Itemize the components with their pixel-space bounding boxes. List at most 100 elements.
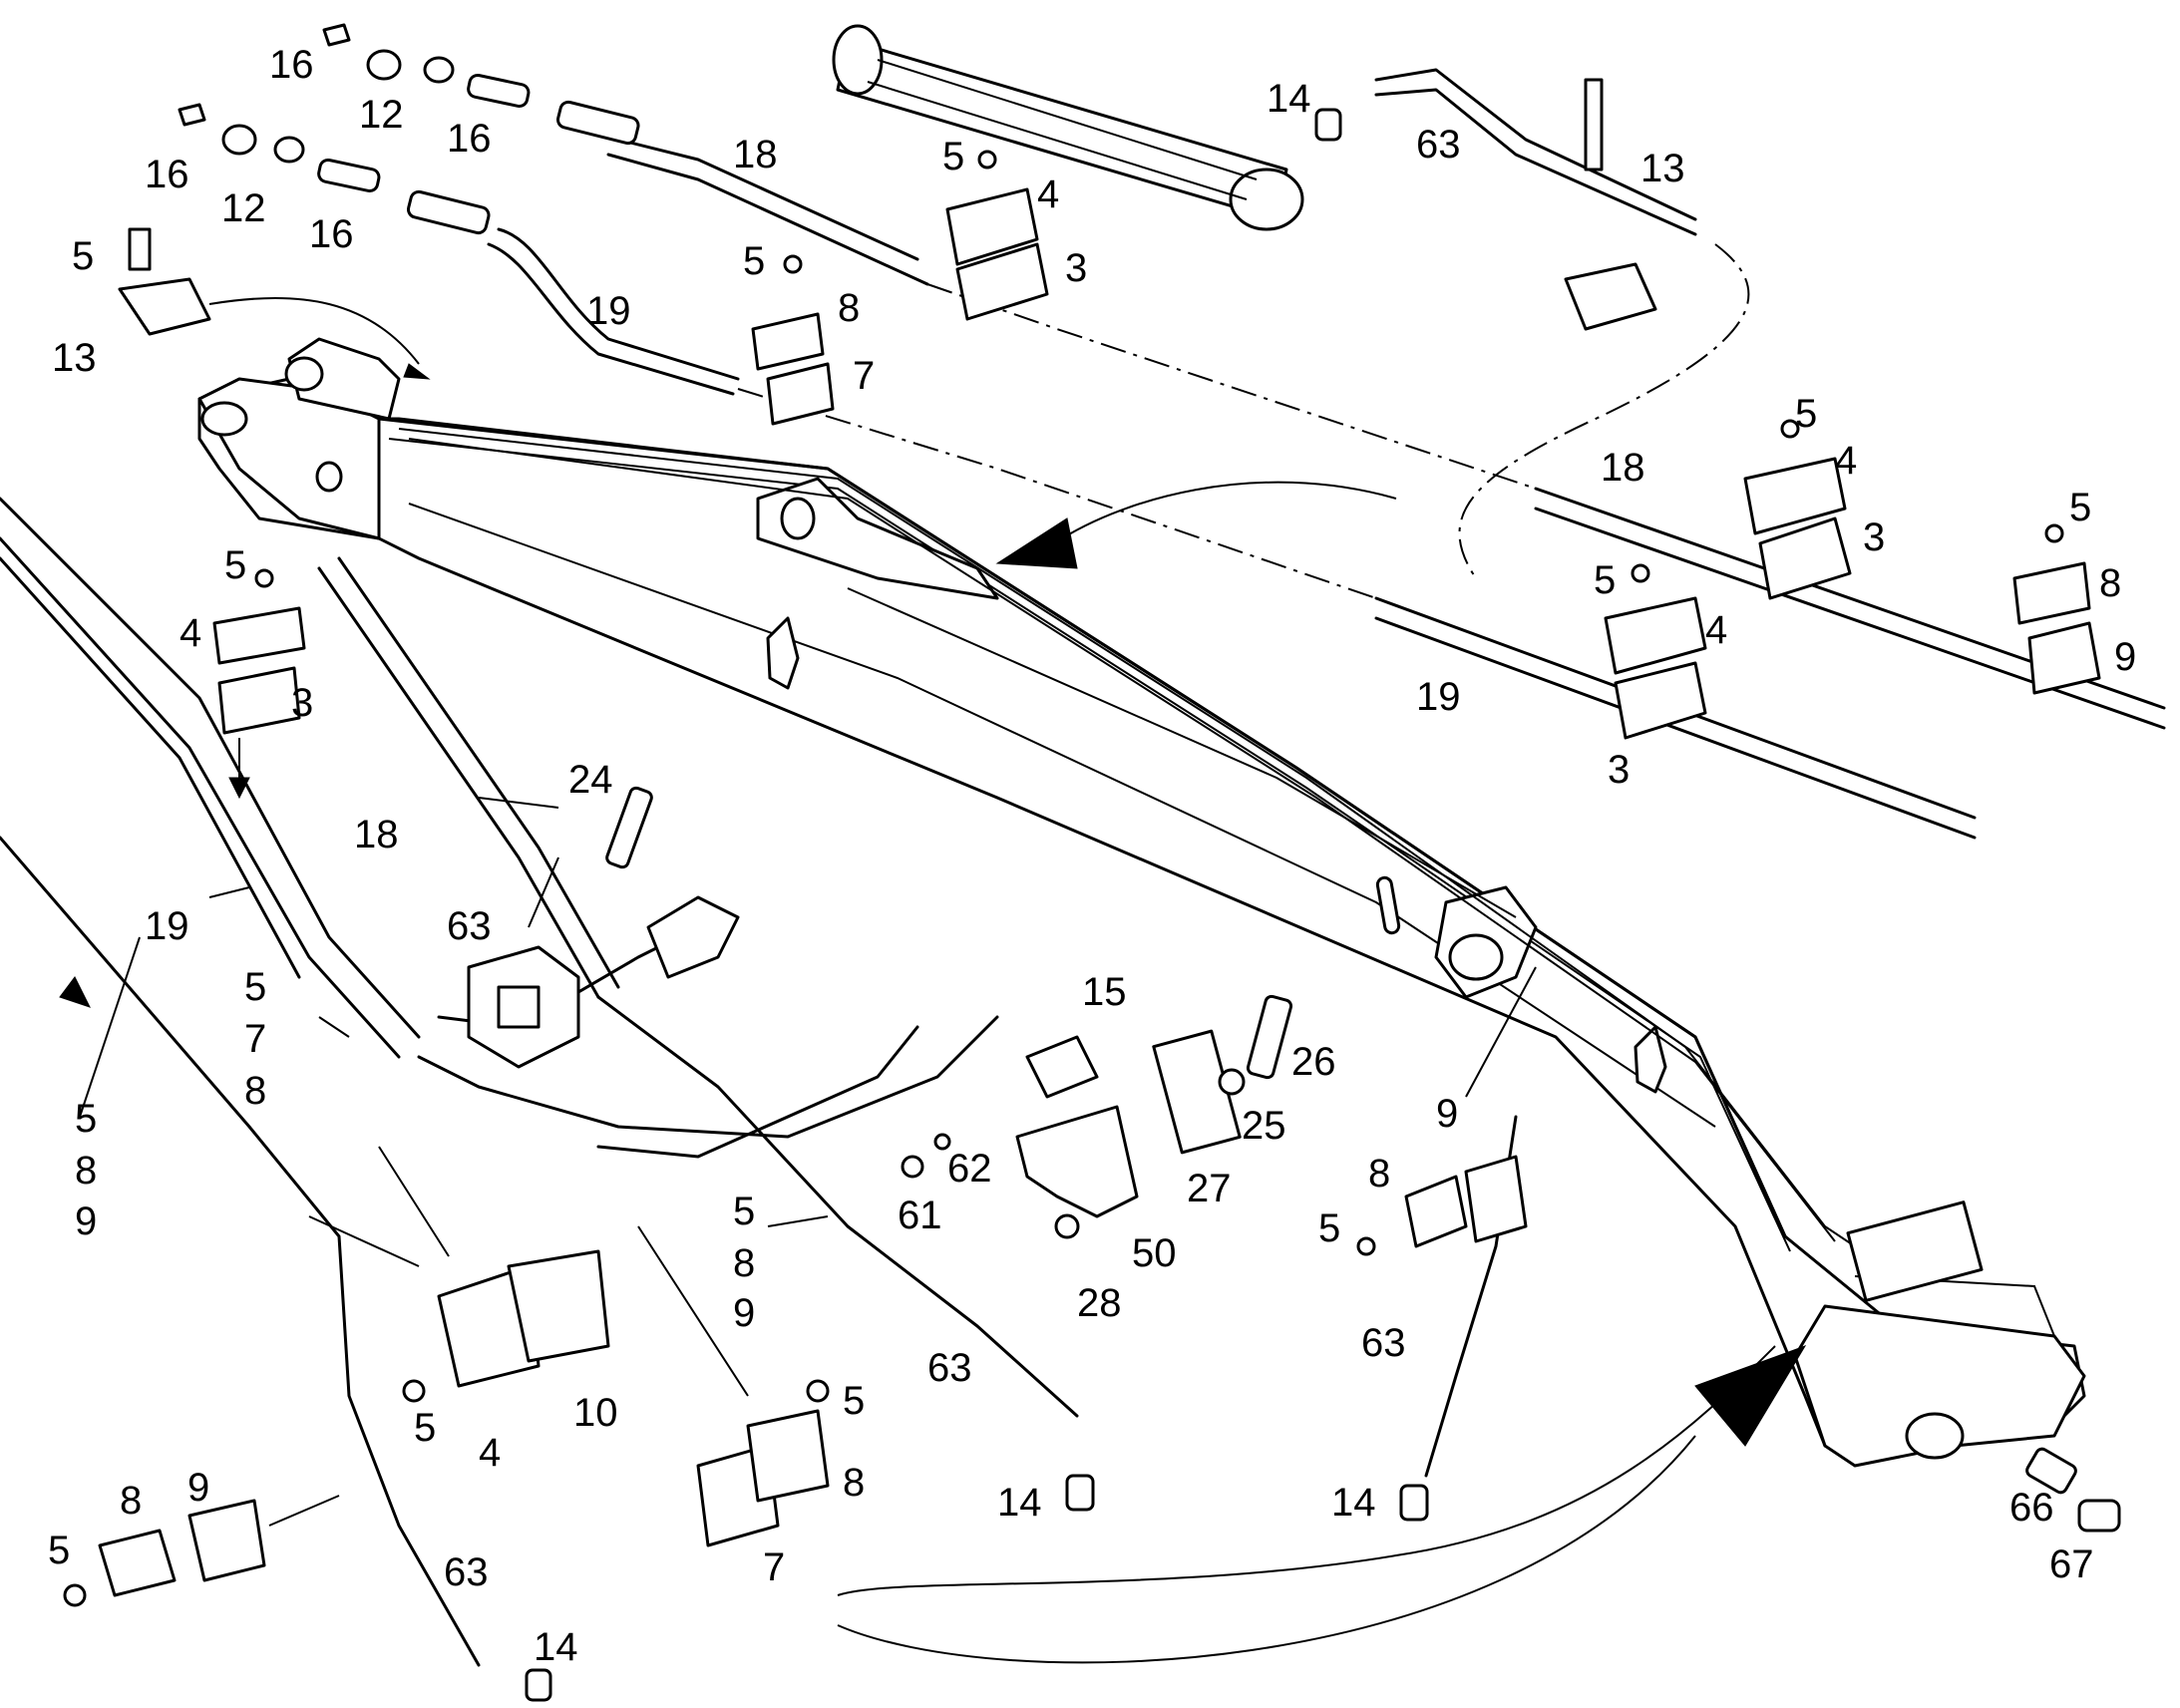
- plug-62: [933, 1133, 951, 1151]
- callout-c42: 8: [75, 1149, 97, 1193]
- arrowhead-13: [403, 363, 431, 380]
- callout-c16: 3: [1065, 246, 1087, 290]
- callout-c51: 28: [1077, 1281, 1122, 1325]
- screw-5-right2: [2044, 523, 2064, 543]
- clamp-8-bottom-left: [98, 1529, 177, 1597]
- hose-left-2: [0, 536, 401, 1059]
- callout-c01: 16: [269, 43, 314, 87]
- boom-pipe-1: [398, 428, 1886, 1267]
- callout-c06: 16: [309, 212, 354, 256]
- arrow-line-bottom-left: [268, 1495, 340, 1527]
- callout-c21: 18: [1601, 446, 1645, 490]
- valve-clamp: [646, 895, 740, 979]
- clamp-9-lower-right: [1464, 1155, 1528, 1243]
- block-13-right: [1564, 262, 1657, 331]
- cylinder-assembly: [832, 24, 1304, 231]
- callout-c33: 3: [291, 681, 313, 725]
- callout-c71: 9: [187, 1466, 209, 1510]
- upper-mount-plate: [287, 337, 401, 421]
- washer-25: [1218, 1068, 1246, 1096]
- callout-c36: 63: [447, 904, 492, 948]
- nut-16-a: [322, 23, 351, 47]
- callout-c59: 5: [414, 1406, 436, 1450]
- boom-top-edge: [377, 417, 1787, 1238]
- callout-c07: 18: [733, 133, 778, 176]
- screw-5-left: [128, 227, 152, 271]
- lifting-eye-2: [1634, 1025, 1667, 1094]
- boom-arm: [197, 337, 2086, 1468]
- screw-24: [605, 786, 653, 869]
- hose-18-right-b: [1534, 507, 2166, 730]
- callout-c23: 3: [1863, 515, 1885, 559]
- dash-hose-63: [1458, 243, 1750, 579]
- fitting-16-a: [467, 73, 531, 108]
- callout-c02: 12: [359, 93, 404, 137]
- callout-c25: 8: [2099, 561, 2121, 605]
- arrow-line-13: [208, 296, 420, 365]
- clamp-3-left: [217, 666, 301, 735]
- callout-c64: 8: [843, 1461, 865, 1505]
- callout-c70: 8: [120, 1479, 142, 1523]
- arrow-line-lower: [837, 1345, 1776, 1596]
- callout-c24: 5: [2069, 486, 2091, 529]
- upper-mount-pin: [284, 356, 324, 392]
- arrowhead-43: [228, 777, 250, 800]
- callout-c68: 66: [2009, 1486, 2054, 1530]
- clamp-8-right: [2012, 561, 2091, 625]
- fitting-16-b: [317, 158, 381, 192]
- clamp-4-right-lower: [1604, 596, 1707, 675]
- callout-c10: 13: [52, 336, 97, 380]
- clamp-7-upper: [766, 362, 835, 426]
- callout-c32: 4: [180, 611, 201, 655]
- dash-hose-18: [926, 283, 1537, 490]
- washer-b2: [273, 136, 305, 164]
- hose-mid-18b: [337, 556, 620, 989]
- callout-c74: 14: [534, 1625, 578, 1669]
- callout-c45: 26: [1291, 1040, 1336, 1084]
- callout-c57: 5: [1318, 1206, 1340, 1250]
- nut-61: [901, 1155, 924, 1179]
- leader-18-mid: [478, 797, 559, 809]
- callout-c27: 5: [1594, 558, 1616, 602]
- clamp-parts: [63, 23, 2121, 1702]
- callout-c73: 63: [444, 1550, 489, 1594]
- screw-5-right: [1780, 419, 1800, 439]
- boom-pipe-3: [847, 587, 1517, 918]
- nut-28: [1054, 1213, 1080, 1239]
- screw-5-lower-left: [402, 1379, 426, 1403]
- callout-c55: 9: [1436, 1092, 1458, 1136]
- screw-5-mid: [977, 150, 997, 170]
- callout-c20: 5: [1795, 392, 1817, 436]
- clamp-8-lower-right: [1404, 1175, 1468, 1248]
- boom-flange-line: [388, 438, 1791, 1252]
- fitting-15: [1025, 1035, 1099, 1099]
- arrow-line-lower-left-b: [378, 1146, 450, 1257]
- callout-c53: 8: [733, 1241, 755, 1285]
- callout-c19: 7: [853, 354, 875, 398]
- arrow-line-9-right: [1465, 966, 1537, 1098]
- callout-c31: 5: [224, 543, 246, 587]
- hose-63-lower-left: [0, 836, 481, 1667]
- arrow-line-589: [79, 936, 141, 1118]
- callout-c14: 5: [942, 135, 964, 178]
- arrow-line-lower-left-a: [308, 1215, 420, 1267]
- hose-63-top-b: [1374, 88, 1697, 236]
- callout-c15: 4: [1037, 172, 1059, 216]
- callout-c65: 7: [763, 1545, 785, 1589]
- callout-c40: 8: [244, 1069, 266, 1113]
- hose-18-top-b: [606, 153, 929, 286]
- clamp-3-mid: [955, 242, 1049, 321]
- washer-12-a: [366, 49, 402, 81]
- fitting-14-lower-right: [1399, 1484, 1429, 1522]
- callout-c05: 12: [221, 186, 266, 230]
- callout-c13: 13: [1640, 147, 1685, 190]
- callout-c54: 9: [733, 1291, 755, 1335]
- callout-c44: 15: [1082, 970, 1127, 1014]
- callout-c63: 5: [843, 1379, 865, 1423]
- slot-hole: [1375, 875, 1401, 935]
- hose-19-right-b: [1374, 616, 1977, 840]
- boom-foot-hole: [315, 461, 343, 493]
- washer-a2: [423, 56, 455, 84]
- arrow-line-589-mid: [767, 1215, 829, 1227]
